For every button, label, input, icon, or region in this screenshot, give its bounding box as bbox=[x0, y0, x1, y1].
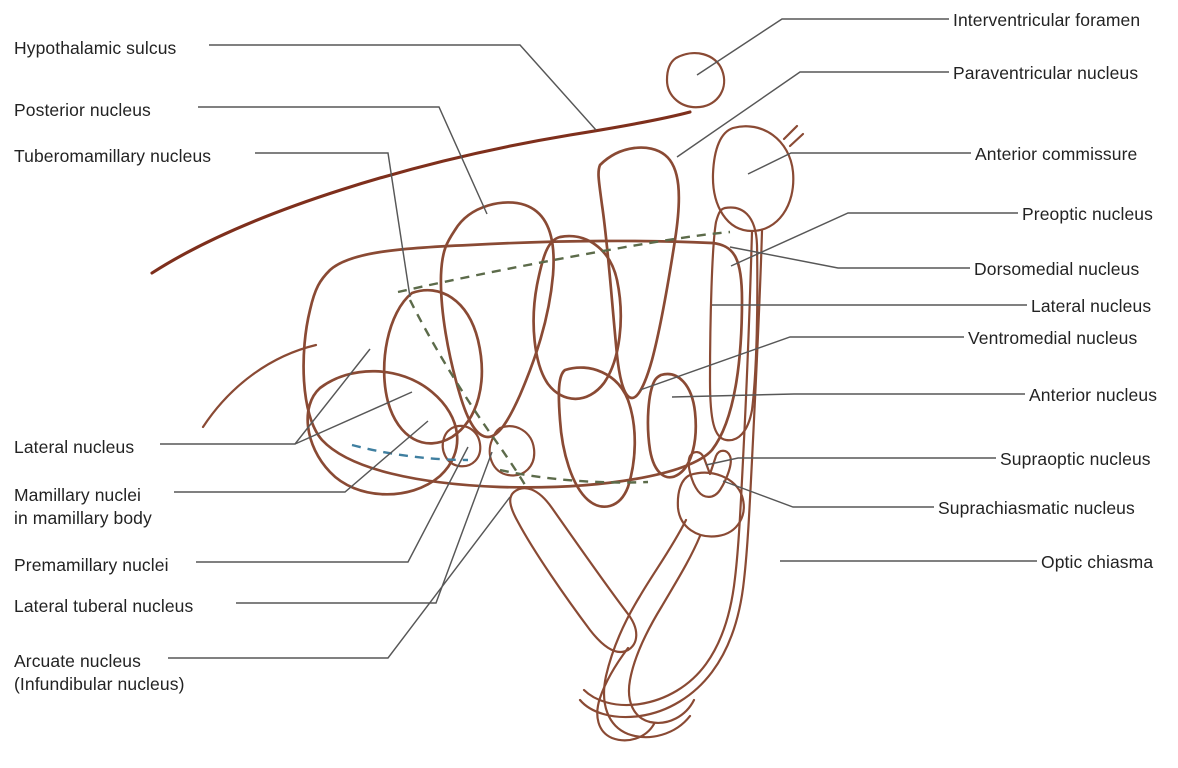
anatomy-regions bbox=[302, 146, 759, 654]
label-anterior-commissure: Anterior commissure bbox=[975, 143, 1137, 166]
label-line: in mamillary body bbox=[14, 508, 152, 528]
label-optic-chiasma: Optic chiasma bbox=[1041, 551, 1153, 574]
dashed-boundary-blue bbox=[351, 443, 469, 462]
leader-line-arcuate-nucleus bbox=[168, 496, 511, 659]
label-mamillary-nuclei: Mamillary nuclei in mamillary body bbox=[14, 484, 152, 530]
label-suprachiasmatic-nucleus: Suprachiasmatic nucleus bbox=[938, 497, 1135, 520]
supraoptic-nucleus-region bbox=[687, 449, 732, 498]
tuberomamillary-nucleus-outline bbox=[382, 288, 484, 445]
leader-line-premamillary-nuclei bbox=[196, 446, 469, 563]
label-anterior-nucleus: Anterior nucleus bbox=[1029, 384, 1157, 407]
label-line: Suprachiasmatic nucleus bbox=[938, 498, 1135, 518]
label-interventricular-foramen: Interventricular foramen bbox=[953, 9, 1140, 32]
label-line: Ventromedial nucleus bbox=[968, 328, 1138, 348]
label-line: Lateral nucleus bbox=[1031, 296, 1152, 316]
leader-line-interventricular-foramen bbox=[696, 18, 949, 76]
label-hypothalamic-sulcus: Hypothalamic sulcus bbox=[14, 37, 176, 60]
label-line: (Infundibular nucleus) bbox=[14, 674, 185, 694]
label-line: Anterior nucleus bbox=[1029, 385, 1158, 405]
left-accessory-curve bbox=[201, 343, 318, 429]
label-preoptic-nucleus: Preoptic nucleus bbox=[1022, 203, 1153, 226]
interventricular-foramen-outline bbox=[665, 52, 726, 109]
label-line: Anterior commissure bbox=[975, 144, 1138, 164]
label-lateral-nucleus-left: Lateral nucleus bbox=[14, 436, 134, 459]
label-line: Dorsomedial nucleus bbox=[974, 259, 1140, 279]
label-lateral-nucleus-right: Lateral nucleus bbox=[1031, 295, 1151, 318]
optic-chiasma-outline-outer bbox=[602, 518, 692, 739]
label-premamillary-nuclei: Premamillary nuclei bbox=[14, 554, 169, 577]
leader-line-ventromedial-nucleus bbox=[639, 336, 964, 391]
anterior-commissure-outline bbox=[711, 125, 795, 233]
label-line: Supraoptic nucleus bbox=[1000, 449, 1151, 469]
paraventricular-nucleus-region bbox=[597, 146, 681, 400]
dashed-boundary-lower bbox=[499, 468, 649, 484]
ventromedial-nucleus-region bbox=[557, 366, 637, 509]
optic-chiasma-outline-inner bbox=[627, 534, 702, 724]
leader-line-posterior-nucleus bbox=[198, 106, 488, 215]
leader-line-supraoptic-nucleus bbox=[705, 457, 996, 466]
leader-line-hypothalamic-sulcus bbox=[209, 44, 597, 131]
fornix-inner-line bbox=[582, 230, 754, 707]
label-lateral-tuberal-nucleus: Lateral tuberal nucleus bbox=[14, 595, 193, 618]
label-line: Premamillary nuclei bbox=[14, 555, 169, 575]
hypothalamic-sulcus-curve bbox=[150, 110, 692, 275]
leader-line-anterior-commissure bbox=[747, 152, 971, 175]
anterior-commissure-fork-1 bbox=[782, 124, 799, 141]
lateral-tuberal-nucleus-region bbox=[488, 425, 536, 477]
anterior-nucleus-region bbox=[646, 372, 698, 479]
label-dorsomedial-nucleus: Dorsomedial nucleus bbox=[974, 258, 1139, 281]
label-line: Arcuate nucleus bbox=[14, 651, 141, 671]
leader-line-lateral-nucleus-left bbox=[160, 348, 371, 445]
label-line: Optic chiasma bbox=[1041, 552, 1154, 572]
leader-line-lateral-nucleus-left-b bbox=[294, 391, 413, 445]
fornix-outer-line bbox=[578, 229, 764, 719]
leader-line-lateral-tuberal-nucleus bbox=[236, 451, 493, 604]
leader-lines bbox=[160, 18, 1037, 659]
label-ventromedial-nucleus: Ventromedial nucleus bbox=[968, 327, 1137, 350]
label-tuberomamillary-nucleus: Tuberomamillary nucleus bbox=[14, 145, 211, 168]
label-line: Interventricular foramen bbox=[953, 10, 1141, 30]
label-line: Paraventricular nucleus bbox=[953, 63, 1139, 83]
label-line: Lateral nucleus bbox=[14, 437, 135, 457]
mamillary-body-region bbox=[306, 369, 459, 496]
arcuate-nucleus-region bbox=[509, 487, 638, 654]
label-paraventricular-nucleus: Paraventricular nucleus bbox=[953, 62, 1138, 85]
dashed-boundary-upper bbox=[397, 230, 731, 294]
leader-line-mamillary-nuclei bbox=[174, 420, 429, 493]
dorsomedial-nucleus-region bbox=[532, 234, 623, 401]
label-posterior-nucleus: Posterior nucleus bbox=[14, 99, 151, 122]
label-line: Hypothalamic sulcus bbox=[14, 38, 177, 58]
suprachiasmatic-nucleus-region bbox=[676, 471, 745, 538]
anatomy-outlines bbox=[150, 52, 805, 742]
preoptic-nucleus-region bbox=[708, 206, 759, 442]
leader-line-preoptic-nucleus bbox=[730, 212, 1018, 267]
label-line: Mamillary nuclei bbox=[14, 485, 142, 505]
dashed-boundary-middle bbox=[408, 299, 530, 491]
label-line: Posterior nucleus bbox=[14, 100, 151, 120]
leader-line-dorsomedial-nucleus bbox=[729, 246, 970, 269]
leader-line-tuberomamillary-nucleus bbox=[255, 152, 411, 298]
label-line: Tuberomamillary nucleus bbox=[14, 146, 212, 166]
leader-line-suprachiasmatic-nucleus bbox=[722, 480, 934, 508]
premamillary-nucleus-region bbox=[441, 424, 482, 468]
anterior-commissure-fork-2 bbox=[788, 132, 805, 148]
leader-line-anterior-nucleus bbox=[671, 393, 1025, 398]
label-line: Lateral tuberal nucleus bbox=[14, 596, 194, 616]
posterior-nucleus-region bbox=[439, 201, 555, 439]
leader-line-paraventricular-nucleus bbox=[676, 71, 949, 158]
pituitary-stalk-outline bbox=[596, 646, 656, 742]
label-line: Preoptic nucleus bbox=[1022, 204, 1153, 224]
label-supraoptic-nucleus: Supraoptic nucleus bbox=[1000, 448, 1151, 471]
dashed-boundaries bbox=[351, 230, 731, 491]
label-arcuate-nucleus: Arcuate nucleus (Infundibular nucleus) bbox=[14, 650, 185, 696]
